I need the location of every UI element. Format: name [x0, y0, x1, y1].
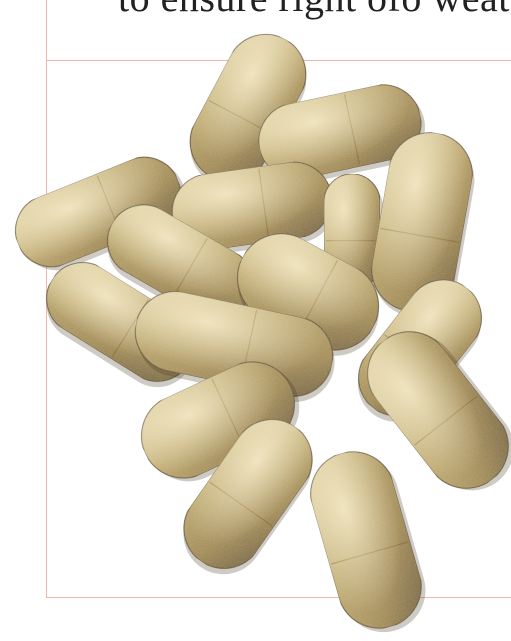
capsule	[258, 84, 426, 184]
capsule	[141, 361, 300, 482]
capsule	[15, 156, 186, 271]
capsule	[189, 33, 307, 188]
guide-line-left-top	[46, 0, 47, 60]
capsule	[107, 204, 253, 325]
guide-line-left	[46, 60, 47, 597]
capsule	[183, 419, 313, 575]
capsule	[134, 291, 335, 402]
caption-fragment: to ensure right ofo weat	[118, 0, 510, 18]
guide-line-bottom	[46, 597, 511, 598]
capsule	[171, 161, 336, 255]
capsule	[367, 331, 511, 491]
capsule	[371, 132, 475, 317]
capsule	[310, 451, 426, 633]
capsule-group	[15, 33, 511, 633]
